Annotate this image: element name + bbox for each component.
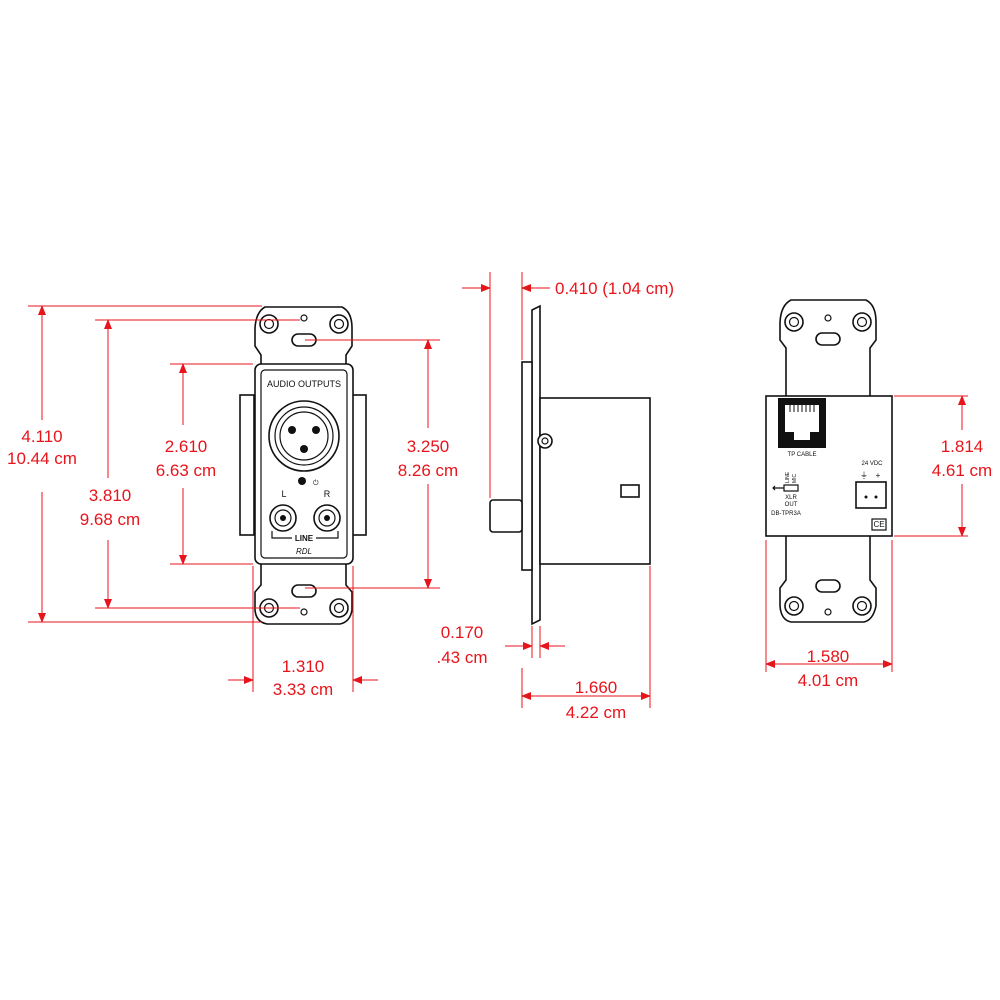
dim-panel-width-cm: 3.33 cm: [273, 680, 333, 699]
dim-plate-thickness-in: 0.170: [441, 623, 484, 642]
side-view: [489, 304, 651, 626]
dim-back-width-cm: 4.01 cm: [798, 671, 858, 690]
panel-title: AUDIO OUTPUTS: [267, 379, 341, 389]
dim-back-width-in: 1.580: [807, 647, 850, 666]
switch-mic-label: MIC: [792, 473, 798, 483]
ground-icon: ⏚: [860, 471, 868, 480]
dim-mount-spacing-cm: 9.68 cm: [80, 510, 140, 529]
led-indicator: [298, 477, 306, 485]
dim-plate-height-in: 3.250: [407, 437, 450, 456]
port-label: TP CABLE: [788, 452, 817, 458]
dim-side-offset: 0.410 (1.04 cm): [555, 279, 674, 298]
dim-panel-height-cm: 6.63 cm: [156, 461, 216, 480]
ce-mark: CE: [873, 520, 884, 529]
brand-logo: RDL: [296, 547, 312, 556]
xlr-label: XLR: [785, 495, 797, 501]
dim-plate-height-cm: 8.26 cm: [398, 461, 458, 480]
power-terminal: [855, 481, 887, 509]
dim-depth-in: 1.660: [575, 678, 618, 697]
side-body: [539, 397, 651, 565]
line-label: LINE: [295, 534, 314, 543]
xlr-connector: [268, 400, 340, 472]
dim-plate-thickness-cm: .43 cm: [436, 648, 487, 667]
dim-mount-spacing-in: 3.810: [89, 486, 132, 505]
label-left: L: [281, 489, 286, 499]
model-label: DB-TPR3A: [771, 511, 801, 517]
dimensions: 4.110 10.44 cm 3.810 9.68 cm 2.610 6.63 …: [7, 272, 992, 722]
switch-line-label: LINE: [785, 471, 791, 483]
back-view: TP CABLE LINE MIC XLR OUT DB-TPR3A 24 VD…: [765, 299, 893, 623]
svg-text:⏻: ⏻: [313, 479, 319, 487]
dim-back-height-cm: 4.61 cm: [932, 461, 992, 480]
label-right: R: [324, 489, 331, 499]
out-label: OUT: [785, 502, 798, 508]
dim-back-height-in: 1.814: [941, 437, 984, 456]
plus-icon: +: [876, 471, 881, 480]
power-label: 24 VDC: [861, 461, 883, 467]
dim-panel-width-in: 1.310: [282, 657, 325, 676]
dim-panel-height-in: 2.610: [165, 437, 208, 456]
dim-depth-cm: 4.22 cm: [566, 703, 626, 722]
front-view: AUDIO OUTPUTS ⏻ L R LINE RDL: [239, 306, 367, 625]
dim-overall-height-in: 4.110: [21, 427, 62, 446]
side-mount-plate: [531, 304, 541, 626]
dim-overall-height-cm: 10.44 cm: [7, 449, 77, 468]
